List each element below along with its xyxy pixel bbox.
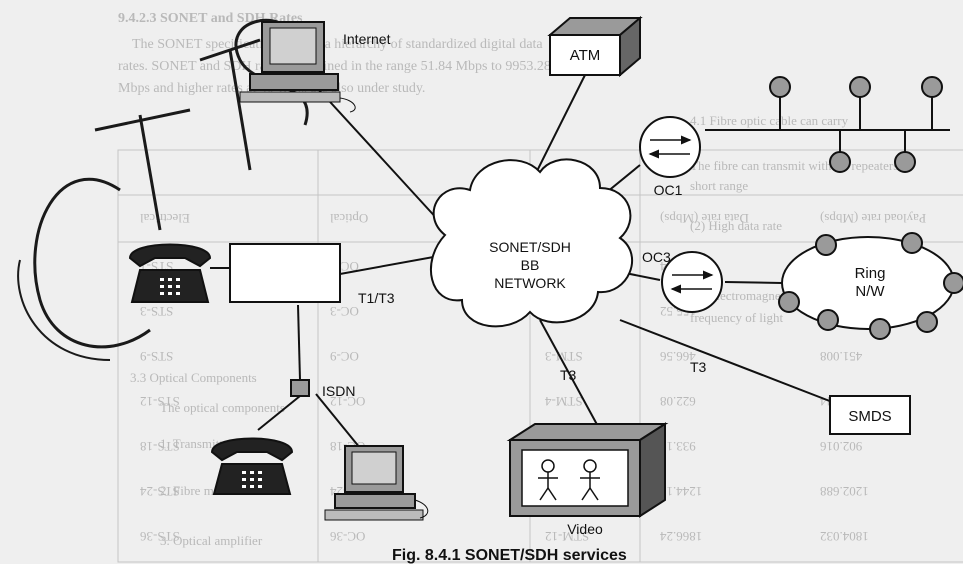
isdn-computer-icon — [325, 446, 428, 520]
ring-node — [818, 310, 838, 330]
isdn-telephone-icon — [212, 439, 292, 495]
table-cell: STM-4 — [545, 394, 583, 409]
table-header-cell: Payload rate (Mbps) — [820, 211, 926, 226]
table-cell: STS-9 — [140, 349, 173, 364]
t3-smds-label: T3 — [690, 359, 707, 375]
atm-node: ATM — [550, 18, 640, 75]
ring-label-line-1: Ring — [855, 265, 886, 282]
ring-label-line-2: N/W — [855, 283, 885, 300]
isdn-node — [291, 380, 309, 396]
ring-node — [816, 235, 836, 255]
oc1-label: OC1 — [654, 182, 683, 198]
cloud-label-line-1: SONET/SDH — [489, 239, 571, 255]
video-label: Video — [567, 521, 603, 537]
bus-node — [850, 77, 870, 97]
video-node — [510, 424, 665, 516]
table-cell: OC-36 — [330, 529, 366, 544]
table-cell: 1202.688 — [820, 484, 869, 499]
table-header-cell: Electrical — [140, 211, 190, 226]
cloud-label-line-2: BB — [521, 257, 540, 273]
table-cell: 902.016 — [820, 439, 863, 454]
table-cell: OC-9 — [330, 349, 359, 364]
note-line-3: (2) High data rate — [690, 218, 782, 233]
watermark-letter-c — [35, 179, 150, 347]
oc3-label: OC3 — [642, 249, 671, 265]
bus-node — [922, 77, 942, 97]
bus-node — [770, 77, 790, 97]
ring-node — [870, 319, 890, 339]
note-line-5: frequency of light — [690, 310, 784, 325]
background-line-2: rates. SONET and SDH rates are defined i… — [118, 59, 551, 74]
link-oc3-ring — [725, 282, 782, 283]
t1t3-label: T1/T3 — [358, 290, 395, 306]
table-cell: 1804.032 — [820, 529, 869, 544]
background-line-1: The SONET specification defines a hierar… — [132, 37, 543, 52]
ring-node — [902, 233, 922, 253]
note-line-7: The optical components — [160, 400, 285, 415]
telephone-icon — [130, 245, 210, 303]
bus-node — [895, 152, 915, 172]
internet-label: Internet — [343, 31, 391, 47]
t3-video-label: T3 — [560, 367, 577, 383]
note-line-1: The fibre can transmit without repeaters — [690, 158, 898, 173]
ring-node — [917, 312, 937, 332]
ring-node — [944, 273, 963, 293]
note-line-2: short range — [690, 178, 748, 193]
cloud-label-line-3: NETWORK — [494, 275, 566, 291]
isdn-label: ISDN — [322, 383, 355, 399]
sonet-sdh-cloud: SONET/SDH BB NETWORK — [431, 159, 632, 326]
table-cell: 451.008 — [820, 349, 862, 364]
table-cell: OC-3 — [330, 304, 359, 319]
atm-label: ATM — [570, 47, 601, 64]
ring-network: Ring N/W — [779, 233, 963, 339]
smds-node: SMDS — [830, 396, 910, 434]
table-cell: 1866.24 — [660, 529, 703, 544]
table-cell: STS-3 — [140, 304, 173, 319]
bus-node — [830, 152, 850, 172]
link-t3-smds — [620, 320, 840, 405]
table-cell: 622.08 — [660, 394, 696, 409]
oc3-router-icon — [662, 252, 722, 312]
note-line-6: 3.3 Optical Components — [130, 370, 257, 385]
multiplexer-box — [230, 244, 340, 302]
note-line-10: 3. Optical amplifier — [160, 533, 263, 548]
oc1-router-icon — [640, 117, 700, 177]
link-isdn-up — [298, 305, 300, 380]
figure-caption: Fig. 8.4.1 SONET/SDH services — [392, 547, 627, 564]
smds-label: SMDS — [848, 408, 891, 425]
table-header-cell: Optical — [330, 211, 369, 226]
ring-node — [779, 292, 799, 312]
note-line-0: 4.1 Fibre optic cable can carry — [690, 113, 849, 128]
